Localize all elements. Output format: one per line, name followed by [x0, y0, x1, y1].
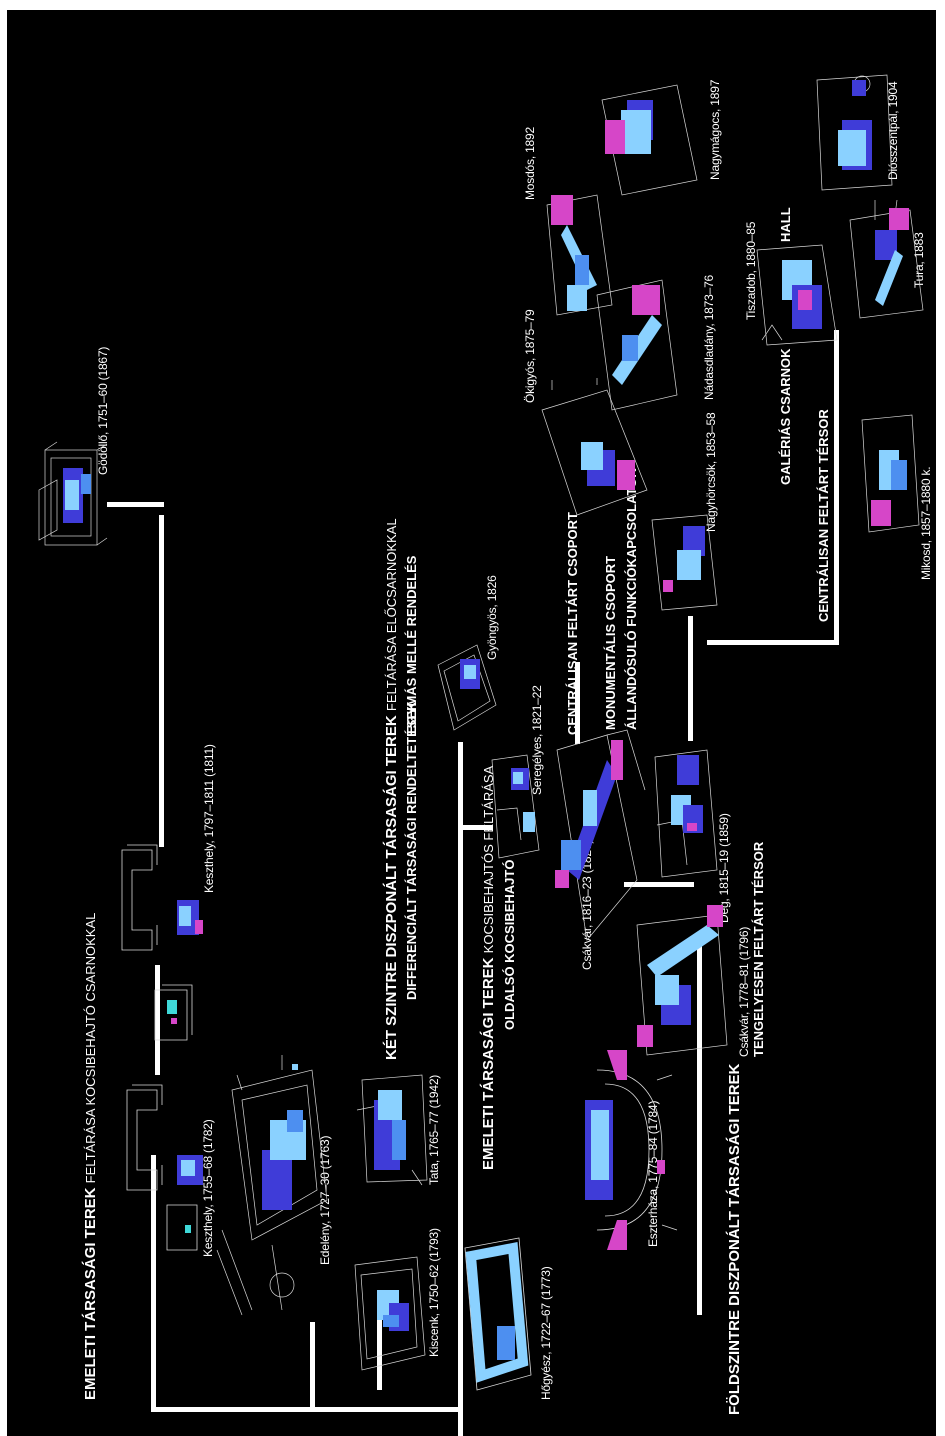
- diagram-canvas: EMELETI TÁRSASÁGI TEREK FELTÁRÁSA KOCSIB…: [7, 10, 936, 1436]
- tree-branch-edeleny: [310, 1322, 315, 1412]
- label-csakvar-1778: Csákvár, 1778–81 (1796): [738, 927, 750, 1057]
- mikosd-drawing: [857, 410, 922, 540]
- heading-bold-part: EMELETI TÁRSASÁGI TEREK: [82, 1187, 99, 1400]
- heading-differencialt: DIFFERENCIÁLT TÁRSASÁGI RENDELTETÉSEK: [405, 701, 418, 1000]
- heading-ket-szintre: KÉT SZINTRE DISZPONÁLT TÁRSASÁGI TEREK F…: [384, 518, 399, 1060]
- heading-centralisan-csoport: CENTRÁLISAN FELTÁRT CSOPORT: [566, 512, 579, 735]
- gyongyos-drawing: [432, 635, 502, 740]
- keszthely-1797-drawing: [107, 840, 217, 1060]
- keszthely-1755-drawing: [107, 1075, 217, 1260]
- edeleny-drawing: [212, 1050, 337, 1320]
- heading-centralisan-tersor: CENTRÁLISAN FELTÁRT TÉRSOR: [817, 409, 830, 622]
- label-mosdos: Mosdós, 1892: [524, 127, 536, 200]
- heading-bold-part: EMELETI TÁRSASÁGI TEREK: [480, 957, 497, 1170]
- tata-drawing: [352, 1070, 432, 1190]
- heading-emeleti-kocsibehajto: EMELETI TÁRSASÁGI TEREK FELTÁRÁSA KOCSIB…: [83, 913, 98, 1400]
- deg-drawing: [647, 745, 722, 885]
- heading-bold-part: KÉT SZINTRE DISZPONÁLT TÁRSASÁGI TEREK: [383, 715, 400, 1060]
- heading-hall: HALL: [779, 207, 792, 242]
- label-okigyos: Ökigyós, 1875–79: [524, 309, 536, 403]
- label-nadasdladany: Nádasdladány, 1873–76: [703, 275, 715, 400]
- heading-rest-part: FELTÁRÁSA ELŐCSARNOKKAL: [384, 518, 399, 711]
- tree-link-keszthely-upper: [159, 515, 164, 847]
- heading-foldszintre-text: FÖLDSZINTRE DISZPONÁLT TÁRSASÁGI TEREK: [726, 1064, 743, 1415]
- eszterhaza-drawing: [577, 1050, 682, 1250]
- tree-link-godollo: [107, 502, 164, 507]
- nagymagocs-drawing: [597, 80, 702, 200]
- heading-foldszintre: FÖLDSZINTRE DISZPONÁLT TÁRSASÁGI TEREK: [727, 1064, 742, 1415]
- nadasdladany-drawing: [592, 275, 682, 415]
- heading-galerias: GALÉRIÁS CSARNOK: [779, 348, 792, 485]
- label-nagymagocs: Nagymágocs, 1897: [709, 80, 721, 180]
- tree-link-tersor: [707, 640, 839, 645]
- tree-branch-tersor: [834, 330, 839, 645]
- seregelyes-drawing: [487, 750, 547, 865]
- heading-rest-part: FELTÁRÁSA KOCSIBEHAJTÓ CSARNOKKAL: [83, 913, 98, 1184]
- tree-base-line: [151, 1407, 463, 1412]
- tura-drawing: [845, 200, 925, 325]
- heading-monumentalis: MONUMENTÁLIS CSOPORT: [604, 556, 617, 730]
- heading-oldalso: OLDALSÓ KOCSIBEHAJTÓ: [503, 860, 516, 1030]
- label-hogyesz: Hőgyész, 1722–67 (1773): [540, 1267, 552, 1401]
- heading-egymas-melle: EGYMÁS MELLÉ RENDELÉS: [405, 556, 418, 734]
- hogyesz-drawing: [457, 1230, 537, 1400]
- csakvar-1778-drawing: [627, 905, 732, 1065]
- tiszadob-drawing: [752, 240, 842, 350]
- kiscenk-drawing: [347, 1255, 432, 1375]
- tree-branch-monumentalis: [688, 616, 693, 741]
- diosszentpal-drawing: [812, 70, 897, 195]
- heading-tengelyesen: TENGELYESEN FELTÁRT TÉRSOR: [752, 842, 765, 1057]
- godollo-drawing: [37, 440, 112, 555]
- nagyhorcsok-drawing: [647, 510, 722, 615]
